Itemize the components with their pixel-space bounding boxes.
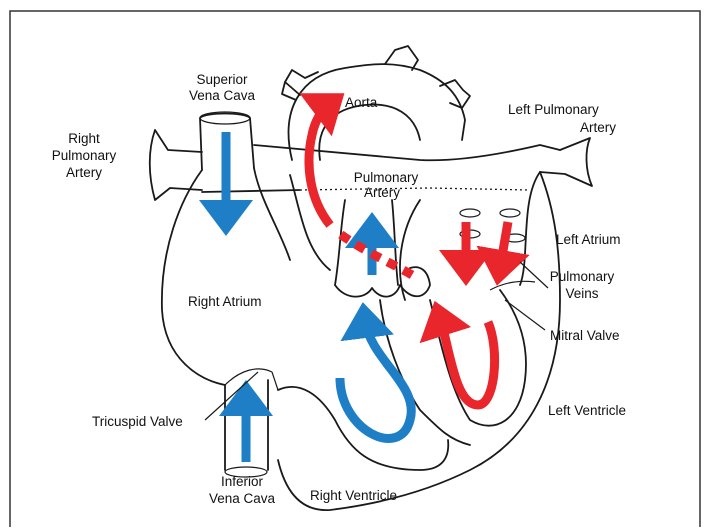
label-left-ventricle: Left Ventricle	[548, 403, 626, 418]
label-aorta: Aorta	[345, 95, 378, 110]
right-ventricle-flow-arrow	[340, 320, 411, 438]
right-pulmonary-artery-vessel	[150, 130, 202, 200]
label-right-pulmonary-artery-line1: Right	[68, 131, 100, 146]
pulmonary-band-upper	[254, 145, 560, 160]
pulmonary-vein-flow-arrow-2	[500, 222, 508, 268]
label-right-pulmonary-artery-line3: Artery	[66, 165, 102, 180]
aorta-outer	[289, 64, 465, 160]
tricuspid-flap	[225, 369, 278, 390]
mitral-valve-leader	[505, 300, 545, 330]
aorta-branch-3	[440, 80, 470, 108]
pulmonary-vein-opening-2	[500, 209, 520, 217]
label-inferior-vena-cava-line2: Vena Cava	[209, 491, 276, 506]
left-pulmonary-artery-vessel	[540, 138, 592, 186]
heart-outline	[162, 168, 560, 510]
pulmonary-band-lower	[202, 190, 300, 192]
label-pulmonary-artery-line2: Artery	[364, 185, 400, 200]
label-pulmonary-veins-line2: Veins	[565, 286, 598, 301]
mitral-valve-leaflet	[490, 281, 535, 290]
semilunar-valves	[335, 267, 430, 296]
pulmonary-veins-leader	[520, 262, 548, 288]
aorta-branch-1	[282, 70, 318, 100]
label-left-pulmonary-artery-line1: Left Pulmonary	[508, 102, 599, 117]
label-superior-vena-cava-line2: Vena Cava	[189, 88, 256, 103]
label-inferior-vena-cava-line1: Inferior	[221, 474, 264, 489]
label-tricuspid-valve: Tricuspid Valve	[92, 414, 183, 429]
label-right-atrium: Right Atrium	[188, 294, 262, 309]
label-mitral-valve: Mitral Valve	[550, 328, 620, 343]
label-left-pulmonary-artery-line2: Artery	[580, 120, 616, 135]
label-right-pulmonary-artery-line2: Pulmonary	[52, 148, 117, 163]
label-pulmonary-artery-line1: Pulmonary	[354, 170, 419, 185]
pulmonary-band-hidden	[300, 188, 530, 190]
left-ventricle-flow-arrow	[440, 318, 495, 405]
label-superior-vena-cava-line1: Superior	[196, 72, 248, 87]
pulmonary-vein-opening-1	[460, 209, 480, 217]
label-pulmonary-veins-line1: Pulmonary	[550, 269, 615, 284]
label-left-atrium: Left Atrium	[556, 232, 621, 247]
label-right-ventricle: Right Ventricle	[310, 488, 397, 503]
